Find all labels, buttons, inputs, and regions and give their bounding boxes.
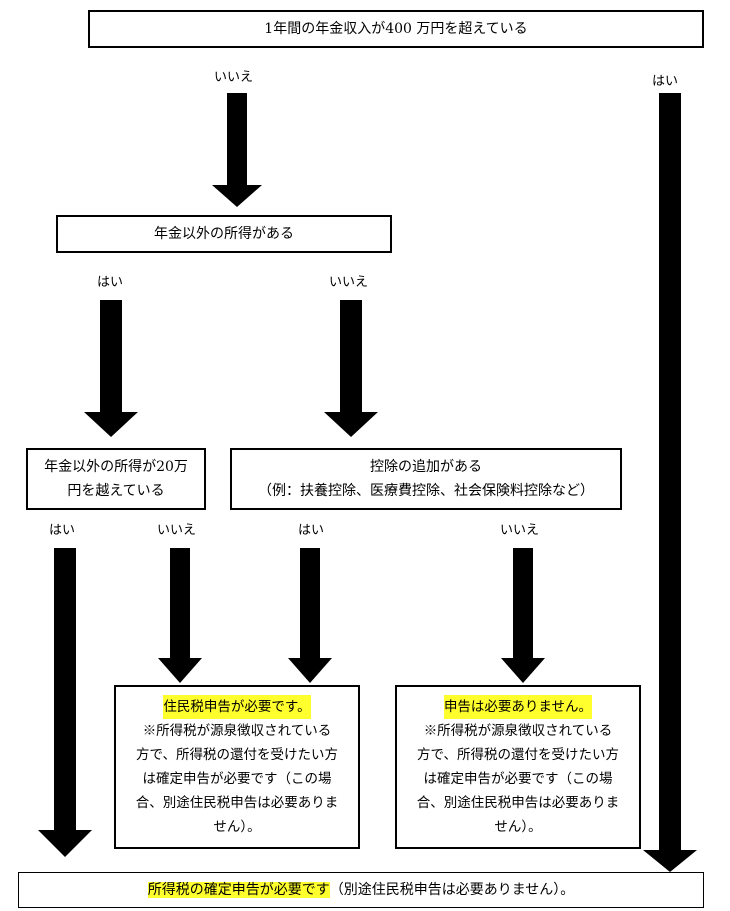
question-pension-over-400: 1年間の年金収入が400 万円を超えている [88, 10, 704, 48]
result-final-income-tax-head: 所得税の確定申告が必要です [147, 882, 330, 898]
result-resident-tax-note2: 方で、所得税の還付を受けたい方 [136, 747, 338, 763]
question-additional-deduction: 控除の追加がある （例：扶養控除、医療費控除、社会保険料控除など） [230, 448, 622, 510]
question-other-income-over-20: 年金以外の所得が20万 円を越えている [26, 448, 206, 510]
question-additional-deduction-line2: （例：扶養控除、医療費控除、社会保険料控除など） [258, 483, 594, 499]
question-other-income-over-20-line1: 年金以外の所得が20万 [44, 459, 188, 475]
question-other-income: 年金以外の所得がある [56, 215, 392, 253]
result-resident-tax-note1: ※所得税が源泉徴収されている [142, 723, 332, 739]
result-no-filing: 申告は必要ありません。 ※所得税が源泉徴収されている 方で、所得税の還付を受けた… [395, 685, 641, 849]
label-q2-no: いいえ [329, 275, 369, 290]
result-resident-tax: 住民税申告が必要です。 ※所得税が源泉徴収されている 方で、所得税の還付を受けた… [114, 685, 360, 849]
result-no-filing-note1: ※所得税が源泉徴収されている [423, 723, 613, 739]
result-no-filing-note5: せん）。 [494, 819, 542, 835]
label-q1-yes: はい [652, 74, 679, 89]
arrow-q4-no [501, 548, 545, 683]
question-other-income-text: 年金以外の所得がある [154, 226, 294, 242]
arrow-q1-yes [643, 93, 697, 872]
result-final-income-tax: 所得税の確定申告が必要です（別途住民税申告は必要ありません）。 [18, 872, 704, 908]
result-resident-tax-note5: せん）。 [213, 819, 261, 835]
arrow-q2-yes [84, 300, 138, 437]
arrow-q3-yes [38, 548, 92, 857]
question-pension-over-400-text: 1年間の年金収入が400 万円を超えている [264, 21, 528, 37]
result-final-income-tax-tail: （別途住民税申告は必要ありません）。 [329, 882, 575, 898]
label-q3-yes: はい [49, 523, 76, 538]
label-q4-yes: はい [298, 523, 325, 538]
result-no-filing-note4: 合、別途住民税申告は必要ありま [416, 795, 620, 811]
label-q4-no: いいえ [500, 523, 540, 538]
label-q2-yes: はい [97, 275, 124, 290]
result-no-filing-head: 申告は必要ありません。 [443, 695, 593, 719]
arrow-q2-no [324, 300, 378, 437]
question-additional-deduction-line1: 控除の追加がある [370, 459, 482, 475]
result-resident-tax-head: 住民税申告が必要です。 [163, 695, 311, 719]
arrow-q1-no [212, 93, 262, 207]
label-q3-no: いいえ [157, 523, 197, 538]
question-other-income-over-20-line2: 円を越えている [67, 483, 165, 499]
result-resident-tax-note3: は確定申告が必要です（この場 [142, 771, 332, 787]
result-no-filing-note3: は確定申告が必要です（この場 [423, 771, 613, 787]
arrow-q4-yes [288, 548, 332, 683]
result-no-filing-note2: 方で、所得税の還付を受けたい方 [417, 747, 619, 763]
label-q1-no: いいえ [214, 70, 254, 85]
arrow-q3-no [158, 548, 202, 683]
result-resident-tax-note4: 合、別途住民税申告は必要ありま [135, 795, 339, 811]
